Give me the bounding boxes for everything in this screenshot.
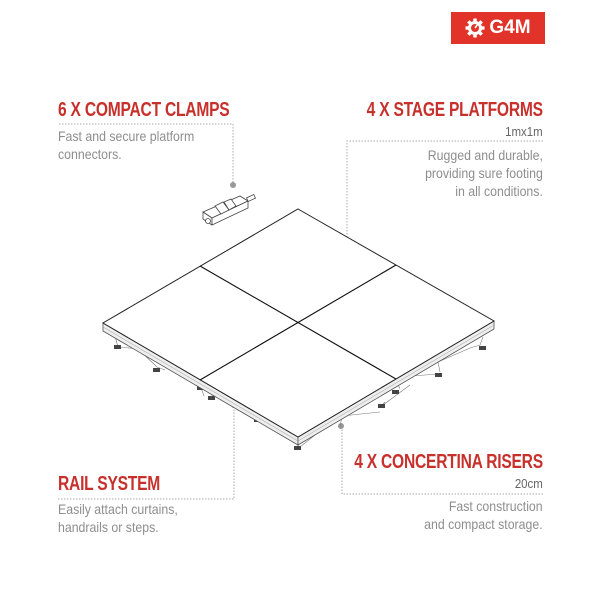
rail-description: Easily attach curtains, handrails or ste… — [58, 501, 178, 535]
gear-icon — [465, 18, 485, 38]
leader-lines — [58, 123, 543, 500]
rail-heading: RAIL SYSTEM — [58, 473, 161, 495]
platforms-heading: 4 X STAGE PLATFORMS — [366, 99, 543, 121]
risers-description: Fast construction and compact storage. — [424, 498, 543, 532]
risers-heading: 4 X CONCERTINA RISERS — [354, 451, 543, 473]
logo-text: G4M — [489, 17, 531, 38]
clamps-heading: 6 X COMPACT CLAMPS — [58, 99, 230, 121]
platforms-size: 1mx1m — [505, 124, 543, 139]
platforms-description: Rugged and durable, providing sure footi… — [425, 147, 543, 199]
clamps-description: Fast and secure platform connectors. — [58, 128, 195, 162]
compact-clamp — [202, 193, 257, 226]
stage-platforms — [102, 208, 495, 438]
g4m-logo: G4M — [451, 12, 545, 44]
risers-size: 20cm — [515, 476, 543, 491]
